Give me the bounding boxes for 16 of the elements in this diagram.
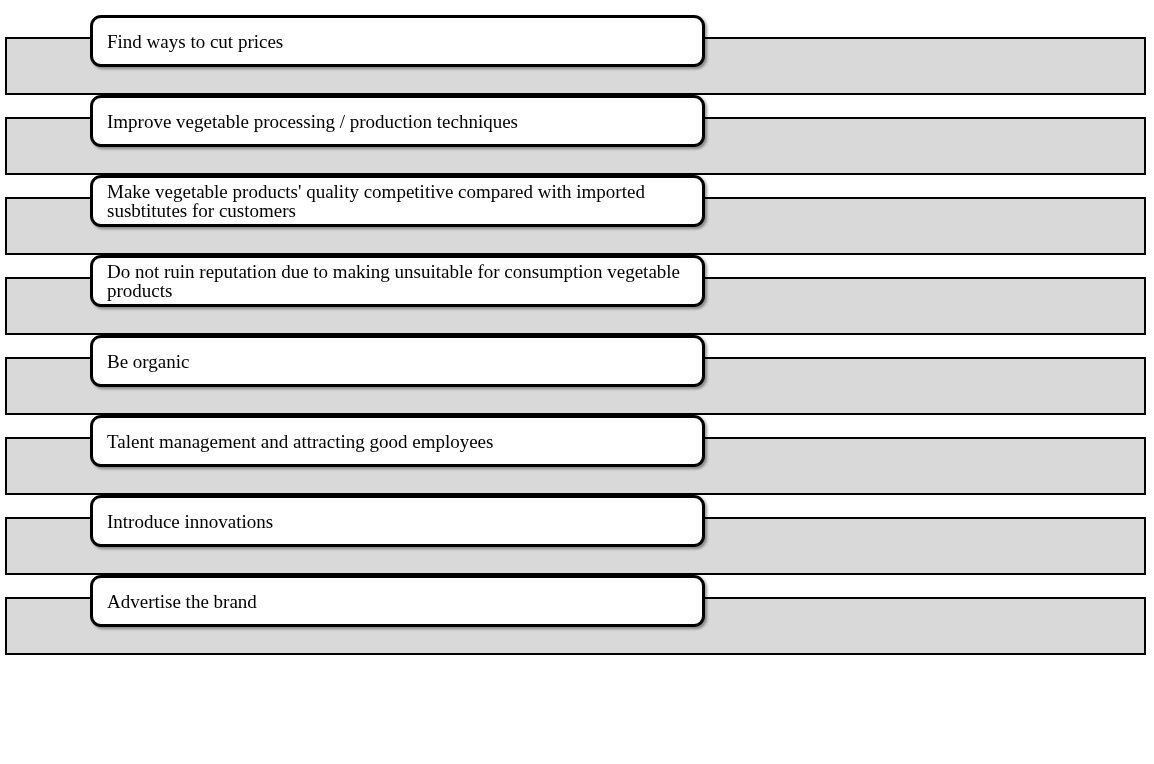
rounded-box [90,575,705,627]
rounded-box [90,335,705,387]
box-text: Introduce innovations [107,511,274,531]
rounded-box [90,255,705,307]
rounded-box [90,95,705,147]
box-text: Be organic [107,351,190,371]
box-text: Do not ruin reputation due to making unsuitable for consumption vegetable products [107,262,682,300]
rounded-box [90,175,705,227]
rounded-box [90,495,705,547]
box-text: Improve vegetable processing / production techniques [107,111,518,131]
box-text: Advertise the brand [107,591,257,611]
rounded-box [90,415,705,467]
box-text: Talent management and attracting good employees [107,431,494,451]
rounded-box [90,15,705,67]
box-text: Make vegetable products' quality competitive compared with imported susbtitutes for customers [107,182,646,220]
box-text: Find ways to cut prices [107,31,284,51]
